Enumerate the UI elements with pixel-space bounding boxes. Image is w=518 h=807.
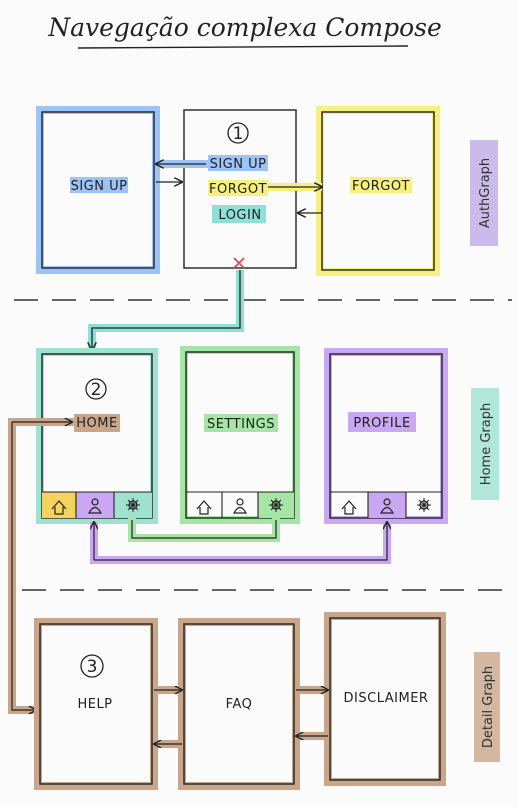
- home-icon[interactable]: [196, 500, 212, 515]
- settings-tab-link: [131, 520, 277, 539]
- home-graph-label: Home Graph: [479, 403, 494, 485]
- settings-label-highlight: [204, 414, 278, 432]
- login-signup-item: SIGN UP: [210, 157, 267, 172]
- detail-number-circle: [80, 654, 104, 678]
- login-forgot-item: FORGOT: [209, 182, 267, 197]
- login-signup-item-highlight: [208, 155, 268, 171]
- gear-icon[interactable]: [269, 498, 283, 512]
- home-graph-label-highlight: [471, 388, 499, 500]
- faq-screen-label: FAQ: [226, 697, 253, 712]
- diagram-title: Navegação complexa Compose: [47, 13, 442, 42]
- signup-screen: [41, 111, 155, 269]
- profile-tab-link-right: [94, 522, 387, 561]
- home-screen-highlight: [36, 348, 158, 524]
- person-icon[interactable]: [87, 498, 103, 514]
- home-number-circle: [85, 378, 107, 400]
- faq-screen-highlight: [178, 618, 300, 790]
- login-forgot-item-highlight: [208, 180, 268, 196]
- profile-tab-dividers: [330, 491, 442, 518]
- login-to-home-highlight: [88, 270, 244, 350]
- home-icon[interactable]: [51, 500, 67, 515]
- title-underline: [77, 45, 409, 49]
- detail-graph: 3 HELP FAQ DISCLAIMER Detail Graph: [34, 612, 500, 790]
- arrow-home-to-help: [11, 422, 36, 710]
- settings-screen-highlight: [180, 346, 300, 524]
- help-screen-label: HELP: [77, 697, 112, 712]
- login-exit-x-icon: [233, 257, 245, 269]
- auth-graph-label-highlight: [470, 140, 498, 246]
- home-label-highlight: [74, 414, 120, 432]
- settings-screen: [185, 351, 295, 519]
- detail-graph-label: Detail Graph: [481, 666, 496, 748]
- home-icon[interactable]: [341, 500, 357, 515]
- signup-label-highlight: [70, 177, 128, 193]
- disclaimer-screen: [329, 617, 441, 781]
- profile-label-highlight: [348, 412, 416, 432]
- home-graph: 2 HOME SETTINGS PROFILE: [36, 346, 499, 564]
- home-number: 2: [91, 380, 102, 400]
- gear-icon[interactable]: [126, 498, 140, 512]
- detail-graph-label-highlight: [474, 652, 500, 762]
- login-login-item-highlight: [212, 205, 266, 223]
- disclaimer-screen-highlight: [324, 612, 446, 786]
- forgot-screen-label: FORGOT: [352, 179, 410, 194]
- auth-number-circle: [227, 122, 249, 144]
- person-icon[interactable]: [232, 498, 248, 514]
- help-screen-highlight: [34, 618, 158, 790]
- gear-icon[interactable]: [417, 498, 431, 512]
- person-icon[interactable]: [379, 498, 395, 514]
- home-screen-label: HOME: [76, 416, 117, 431]
- help-screen: [39, 623, 153, 785]
- profile-screen-label: PROFILE: [353, 416, 410, 431]
- auth-graph-label: AuthGraph: [478, 158, 493, 228]
- arrow-login-to-home: [92, 270, 241, 350]
- signup-screen-highlight: [36, 106, 160, 274]
- detail-number: 3: [87, 657, 98, 677]
- forgot-label-highlight: [350, 177, 412, 193]
- profile-screen-highlight: [324, 348, 448, 524]
- disclaimer-screen-label: DISCLAIMER: [344, 691, 429, 706]
- auth-number: 1: [233, 124, 244, 144]
- auth-graph: SIGN UP 1 SIGN UP FORGOT LOGIN FORGOT Au…: [36, 106, 498, 276]
- faq-screen: [183, 623, 295, 785]
- home-tab-dividers: [42, 491, 152, 518]
- settings-screen-label: SETTINGS: [207, 417, 275, 432]
- settings-tab-dividers: [186, 491, 294, 518]
- signup-screen-label: SIGN UP: [71, 179, 128, 194]
- login-login-item: LOGIN: [218, 208, 261, 223]
